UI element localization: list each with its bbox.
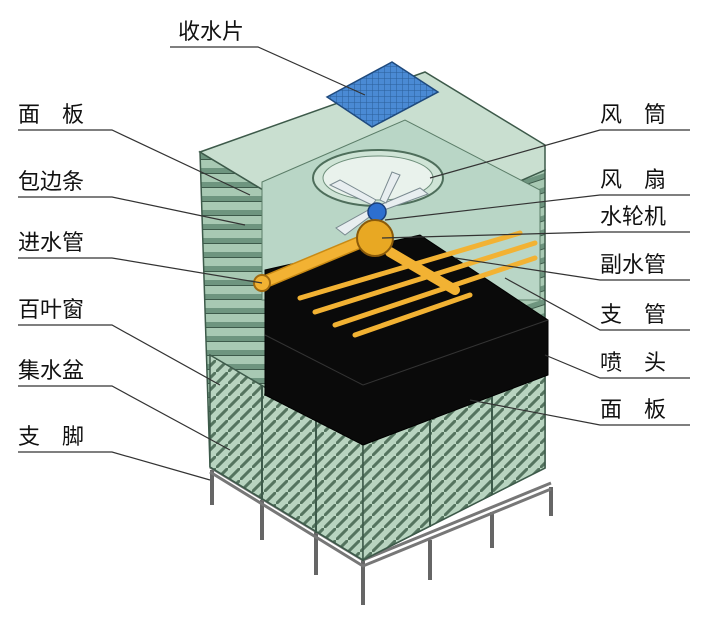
label-panel-top: 面 板 — [18, 103, 85, 128]
fan-blades — [328, 171, 430, 236]
turbine-hub — [367, 202, 387, 222]
label-inlet-pipe: 进水管 — [18, 231, 85, 256]
label-basin: 集水盆 — [18, 359, 85, 384]
label-water-turbine: 水轮机 — [600, 205, 667, 230]
label-support-leg: 支 脚 — [18, 425, 85, 450]
label-edge-strip: 包边条 — [18, 170, 85, 195]
pipes — [255, 230, 538, 338]
label-fan-stack: 风 筒 — [600, 103, 667, 128]
label-fan: 风 扇 — [600, 168, 667, 193]
fan-stack-ring — [312, 149, 444, 207]
leader-lines — [18, 46, 690, 481]
label-nozzle: 喷 头 — [600, 351, 667, 376]
label-panel-side: 面 板 — [600, 398, 667, 423]
label-sub-pipe: 副水管 — [600, 253, 667, 278]
label-louver: 百叶窗 — [18, 298, 85, 323]
eliminator-panel — [325, 61, 440, 128]
label-branch-pipe: 支 管 — [600, 303, 667, 328]
label-eliminator: 收水片 — [178, 20, 245, 45]
